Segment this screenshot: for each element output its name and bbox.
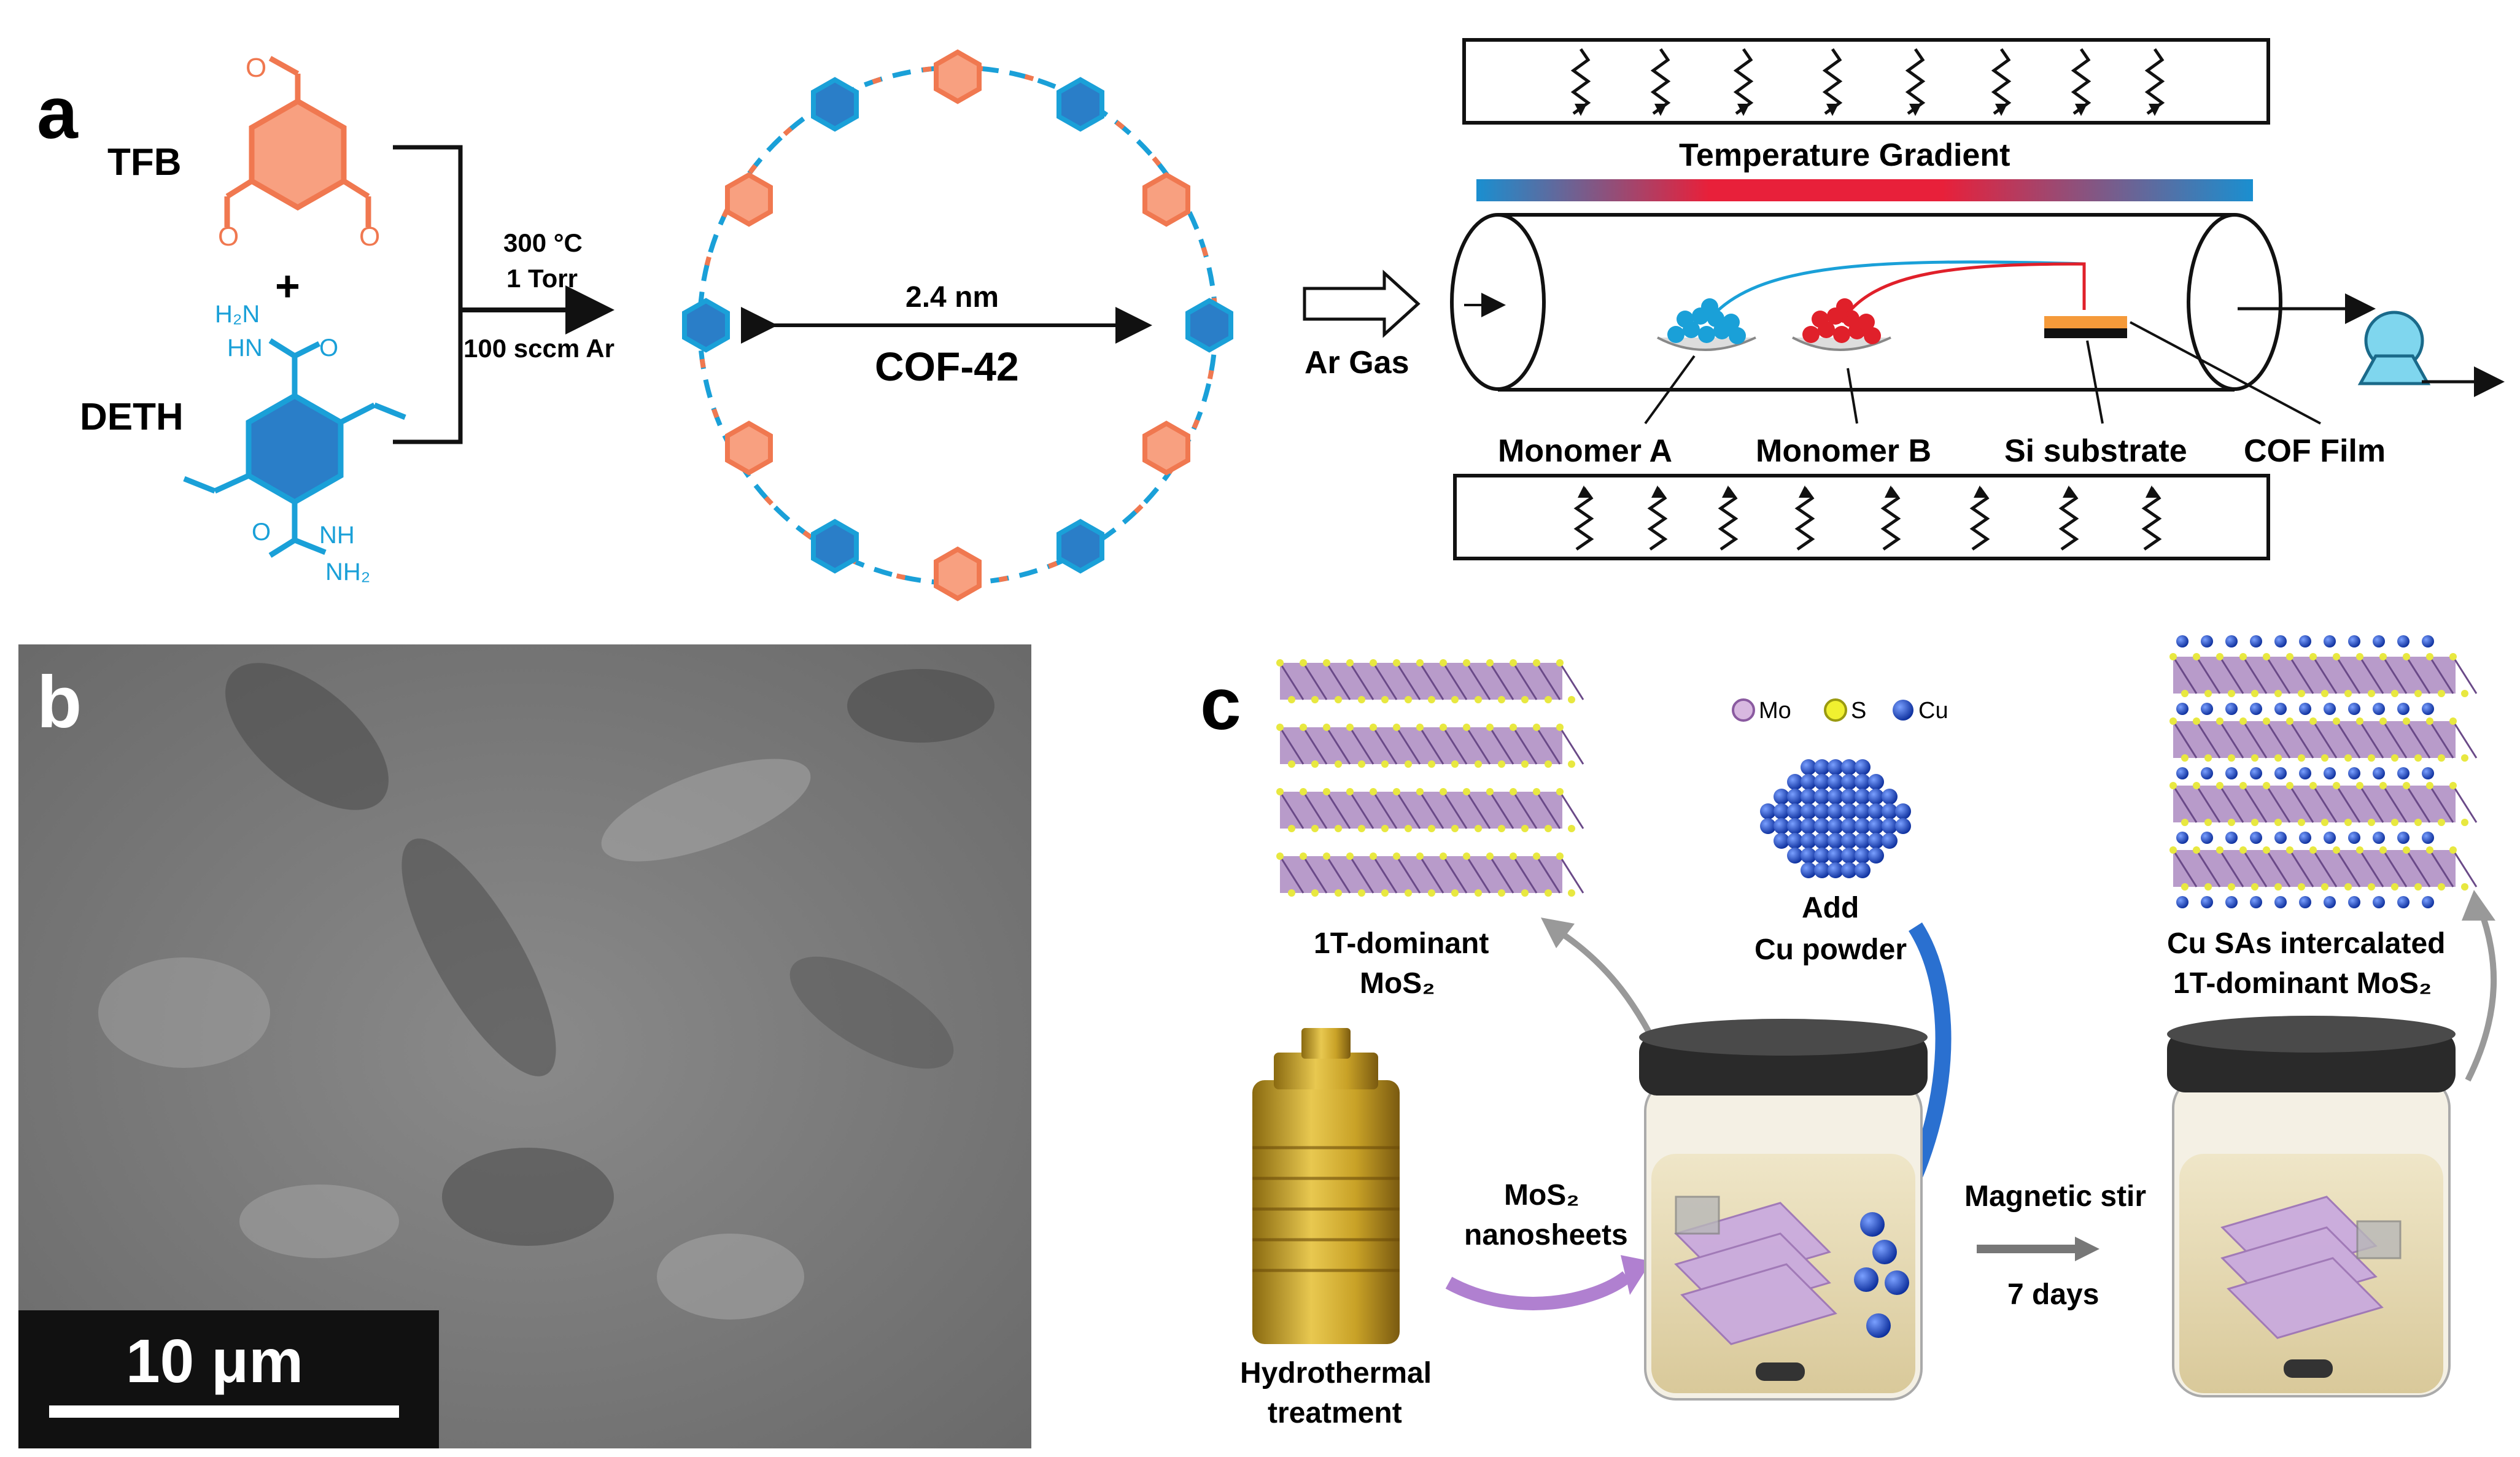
- pore-size-label: 2.4 nm: [905, 281, 999, 314]
- tfb-o-left: O: [218, 222, 239, 252]
- panel-letter-b: b: [37, 661, 82, 743]
- panel-letter-c: c: [1200, 663, 1241, 745]
- deth-molecule: [183, 338, 406, 558]
- right-stack-label-line1: Cu SAs intercalated: [2167, 927, 2445, 960]
- tfb-o-top: O: [246, 53, 266, 83]
- temperature-gradient-bar: [1476, 179, 2253, 201]
- deth-h2n: H₂N: [215, 301, 260, 328]
- nanosheet-transfer-arrow: [1445, 1271, 1631, 1310]
- reaction-bracket: [393, 145, 463, 444]
- cof-film: [2044, 316, 2127, 328]
- cu-powder-cluster: [1760, 759, 1911, 878]
- ar-gas-inlet-arrow: [1303, 269, 1421, 338]
- scale-bar-label: 10 μm: [126, 1327, 303, 1396]
- plus-sign: +: [275, 262, 300, 310]
- mos2-layers-left: [1276, 659, 1584, 897]
- vapor-path-b: [1840, 262, 2086, 323]
- left-stack-label-line2: MoS₂: [1360, 967, 1435, 1000]
- tube-furnace: [1450, 213, 2282, 392]
- magnetic-stir-label: Magnetic stir: [1964, 1180, 2146, 1213]
- sem-image: [18, 644, 1031, 1448]
- ar-gas-label: Ar Gas: [1305, 345, 1409, 381]
- cof-42-label: COF-42: [875, 344, 1019, 389]
- hydrothermal-label-line2: treatment: [1268, 1397, 1402, 1429]
- si-substrate: [2044, 328, 2127, 338]
- left-stack-label-line1: 1T-dominant: [1314, 927, 1489, 960]
- right-stack-label-line2: 1T-dominant MoS₂: [2173, 967, 2432, 1000]
- condition-flow: 100 sccm Ar: [463, 334, 614, 363]
- mos2-layers-right: [2169, 653, 2478, 891]
- tfb-o-right: O: [359, 222, 380, 252]
- deth-o-bottom: O: [252, 519, 271, 546]
- legend-mo: Mo: [1759, 698, 1791, 724]
- heat-waves-bottom: [1573, 485, 2162, 551]
- monomer-a-label: Monomer A: [1498, 433, 1672, 469]
- deth-hn: HN: [227, 334, 263, 361]
- condition-pressure: 1 Torr: [506, 264, 578, 293]
- legend-cu: Cu: [1918, 698, 1948, 724]
- monomer-b-boat: [1792, 298, 1891, 351]
- reaction-jar-left: [1639, 1019, 1928, 1401]
- deth-nh: NH: [319, 522, 355, 549]
- temperature-gradient-label: Temperature Gradient: [1679, 137, 2010, 173]
- cof-42-structure: [682, 49, 1233, 601]
- heat-waves-top: [1570, 48, 2165, 116]
- monomer-a-boat: [1657, 298, 1756, 351]
- scale-bar-box: [18, 1310, 439, 1448]
- add-label: Add: [1802, 892, 1859, 924]
- cu-powder-label: Cu powder: [1754, 933, 1907, 966]
- nanosheets-label-line2: nanosheets: [1464, 1219, 1628, 1251]
- panel-letter-a: a: [37, 72, 79, 154]
- tfb-molecule: [224, 56, 371, 227]
- stir-duration-label: 7 days: [2007, 1278, 2099, 1311]
- hydrothermal-autoclave: [1252, 1028, 1400, 1344]
- deth-nh2: NH₂: [325, 558, 370, 586]
- deth-label: DETH: [80, 396, 184, 438]
- reaction-jar-right: [2167, 1016, 2456, 1397]
- top-heater: [1462, 38, 2270, 125]
- monomer-b-label: Monomer B: [1756, 433, 1931, 469]
- vapor-path-a: [1708, 260, 2085, 320]
- condition-temp: 300 °C: [503, 228, 583, 257]
- deth-o-top: O: [319, 334, 338, 361]
- hydrothermal-label-line1: Hydrothermal: [1240, 1357, 1432, 1389]
- return-arrow-right: [2465, 907, 2497, 1082]
- scale-bar: [49, 1405, 399, 1418]
- legend-s: S: [1851, 698, 1866, 724]
- cof-film-label: COF Film: [2244, 433, 2386, 469]
- intercalated-cu-atoms: [2176, 635, 2434, 908]
- nanosheets-label-line1: MoS₂: [1504, 1179, 1580, 1212]
- tfb-label: TFB: [107, 141, 182, 184]
- vacuum-pump-icon: [2357, 311, 2431, 385]
- atom-legend: [1732, 698, 1913, 722]
- si-substrate-label: Si substrate: [2004, 433, 2187, 469]
